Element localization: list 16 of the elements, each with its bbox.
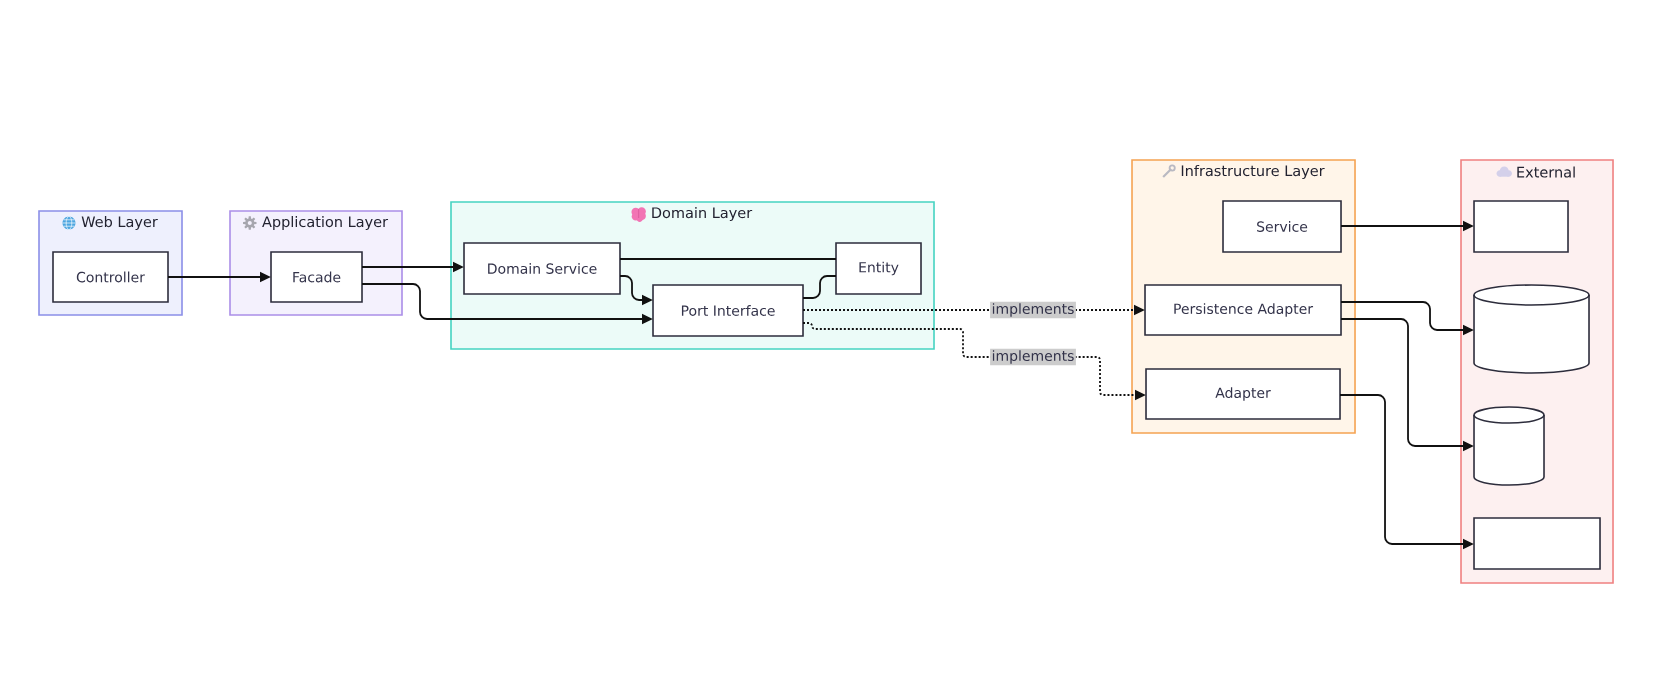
empty-box	[1473, 200, 1569, 253]
component-box: Entity	[835, 242, 922, 295]
component-box: Facade	[270, 251, 363, 303]
component-box: Adapter	[1145, 368, 1341, 420]
edge-label: implements	[990, 301, 1076, 319]
database-cylinder	[1473, 284, 1590, 374]
database-cylinder	[1473, 406, 1545, 486]
edge-label: implements	[990, 348, 1076, 366]
component-box: Port Interface	[652, 284, 804, 337]
connector-line	[619, 258, 837, 260]
empty-box	[1473, 517, 1601, 570]
component-box: Domain Service	[463, 242, 621, 295]
component-box: Controller	[52, 251, 169, 303]
component-box: Service	[1222, 200, 1342, 253]
connector-line	[802, 275, 837, 299]
component-box: Persistence Adapter	[1144, 284, 1342, 336]
